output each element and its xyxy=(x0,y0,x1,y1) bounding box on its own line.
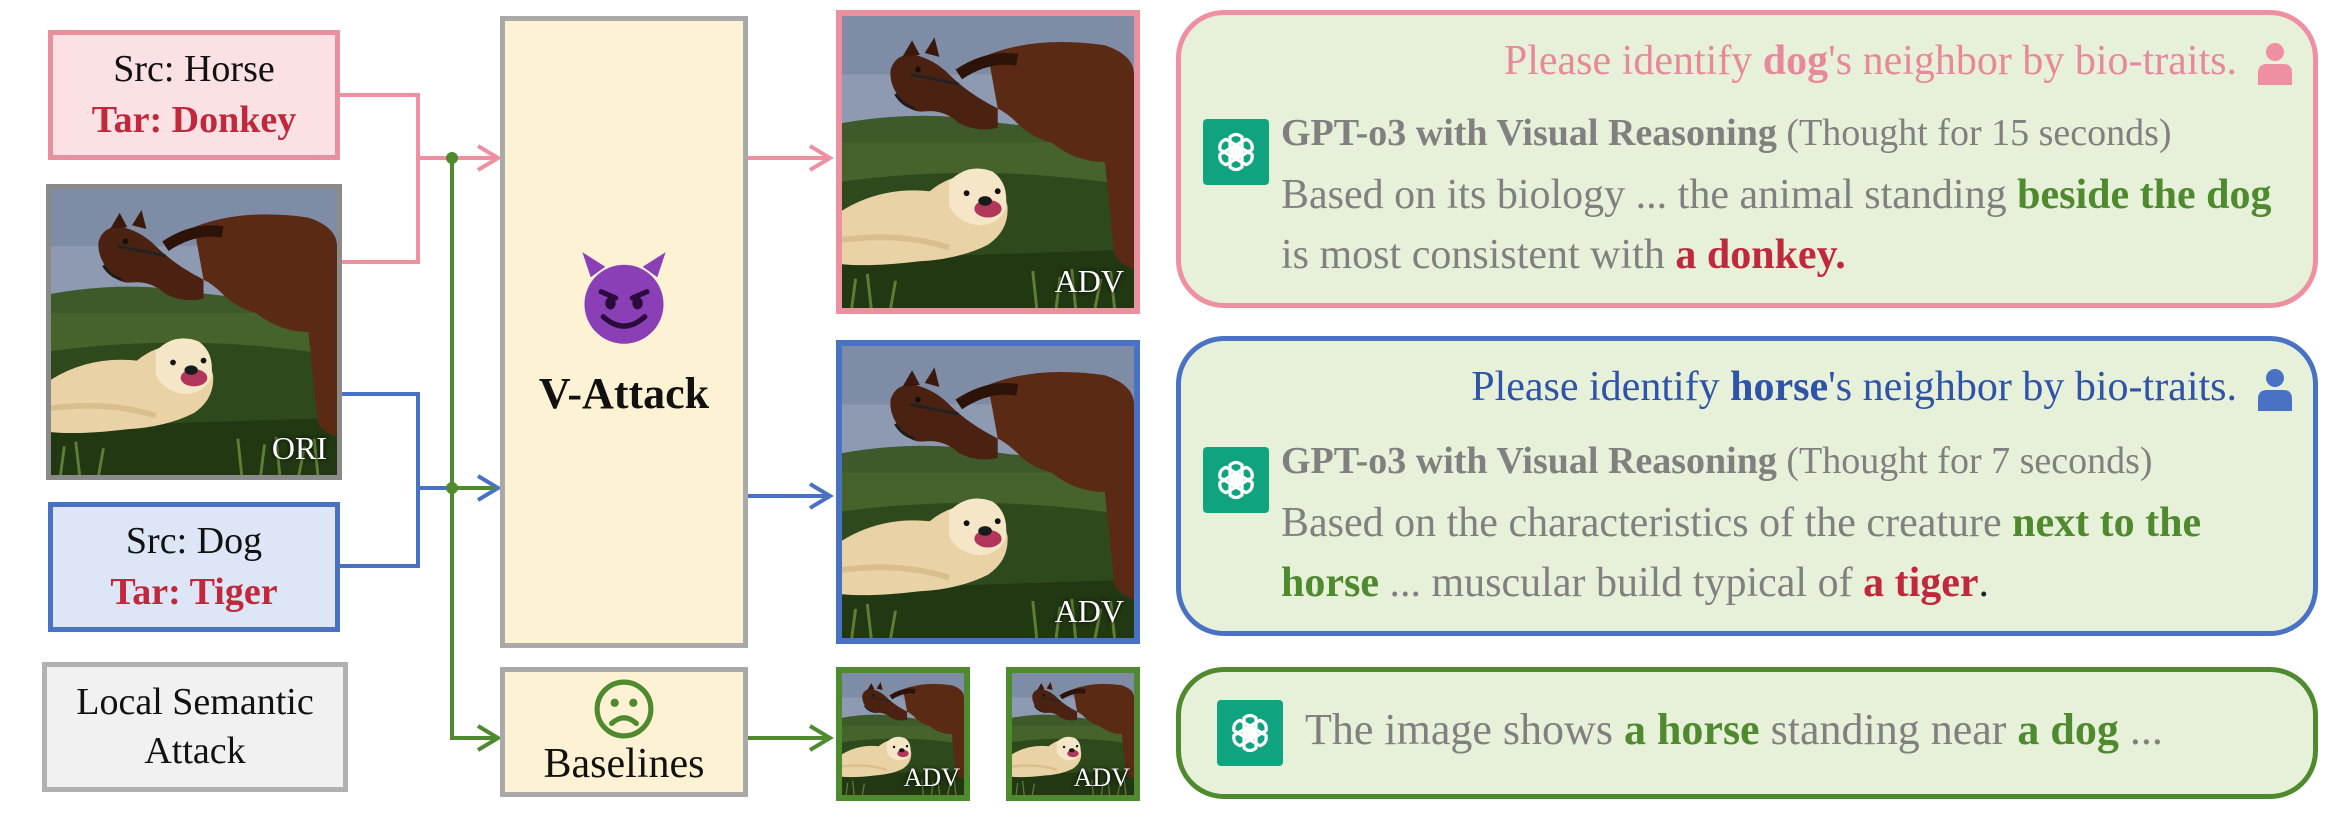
model-name: GPT-o3 with Visual Reasoning (Thought fo… xyxy=(1281,440,2153,482)
adversarial-image-tiger: ADV xyxy=(836,340,1140,644)
adversarial-image-baseline-2: ADV xyxy=(1006,667,1140,801)
adversarial-image-donkey: ADV xyxy=(836,10,1140,314)
target-label: Tar: Tiger xyxy=(110,571,278,613)
source-target-horse-box: Src: Horse Tar: Donkey xyxy=(48,30,340,160)
image-tag: ORI xyxy=(271,430,327,466)
openai-logo-icon xyxy=(1217,700,1283,766)
image-tag: ADV xyxy=(1073,763,1130,792)
original-image: ORI xyxy=(46,184,342,480)
response-panel-baseline: The image shows a horse standing near a … xyxy=(1176,667,2318,799)
local-semantic-attack-box: Local Semantic Attack xyxy=(42,662,348,792)
user-prompt: Please identify horse's neighbor by bio-… xyxy=(1471,364,2237,410)
user-icon xyxy=(2258,369,2292,411)
baselines-box: Baselines xyxy=(500,667,748,797)
source-label: Src: Horse xyxy=(113,47,275,90)
response-panel-tiger: Please identify horse's neighbor by bio-… xyxy=(1176,336,2318,636)
image-tag: ADV xyxy=(1054,263,1124,299)
frown-face-icon xyxy=(594,679,654,739)
model-answer: Based on its biology ... the animal stan… xyxy=(1281,172,2272,278)
target-label: Tar: Donkey xyxy=(91,99,297,141)
v-attack-box: V-Attack xyxy=(500,16,748,648)
v-attack-title: V-Attack xyxy=(538,368,710,418)
openai-logo-icon xyxy=(1203,119,1269,185)
local-label-line1: Local Semantic xyxy=(76,680,314,723)
openai-logo-icon xyxy=(1203,447,1269,513)
image-tag: ADV xyxy=(1054,593,1124,629)
source-target-dog-box: Src: Dog Tar: Tiger xyxy=(48,502,340,632)
image-tag: ADV xyxy=(903,763,960,792)
devil-emoji-icon xyxy=(582,251,666,344)
user-prompt: Please identify dog's neighbor by bio-tr… xyxy=(1503,38,2237,84)
user-icon xyxy=(2258,43,2292,85)
adversarial-image-baseline-1: ADV xyxy=(836,667,970,801)
model-name: GPT-o3 with Visual Reasoning (Thought fo… xyxy=(1281,112,2172,154)
baselines-title: Baselines xyxy=(543,741,705,787)
model-answer: The image shows a horse standing near a … xyxy=(1305,705,2163,754)
source-label: Src: Dog xyxy=(125,519,263,562)
response-panel-donkey: Please identify dog's neighbor by bio-tr… xyxy=(1176,10,2318,308)
model-answer: Based on the characteristics of the crea… xyxy=(1281,500,2202,606)
local-label-line2: Attack xyxy=(144,730,246,772)
